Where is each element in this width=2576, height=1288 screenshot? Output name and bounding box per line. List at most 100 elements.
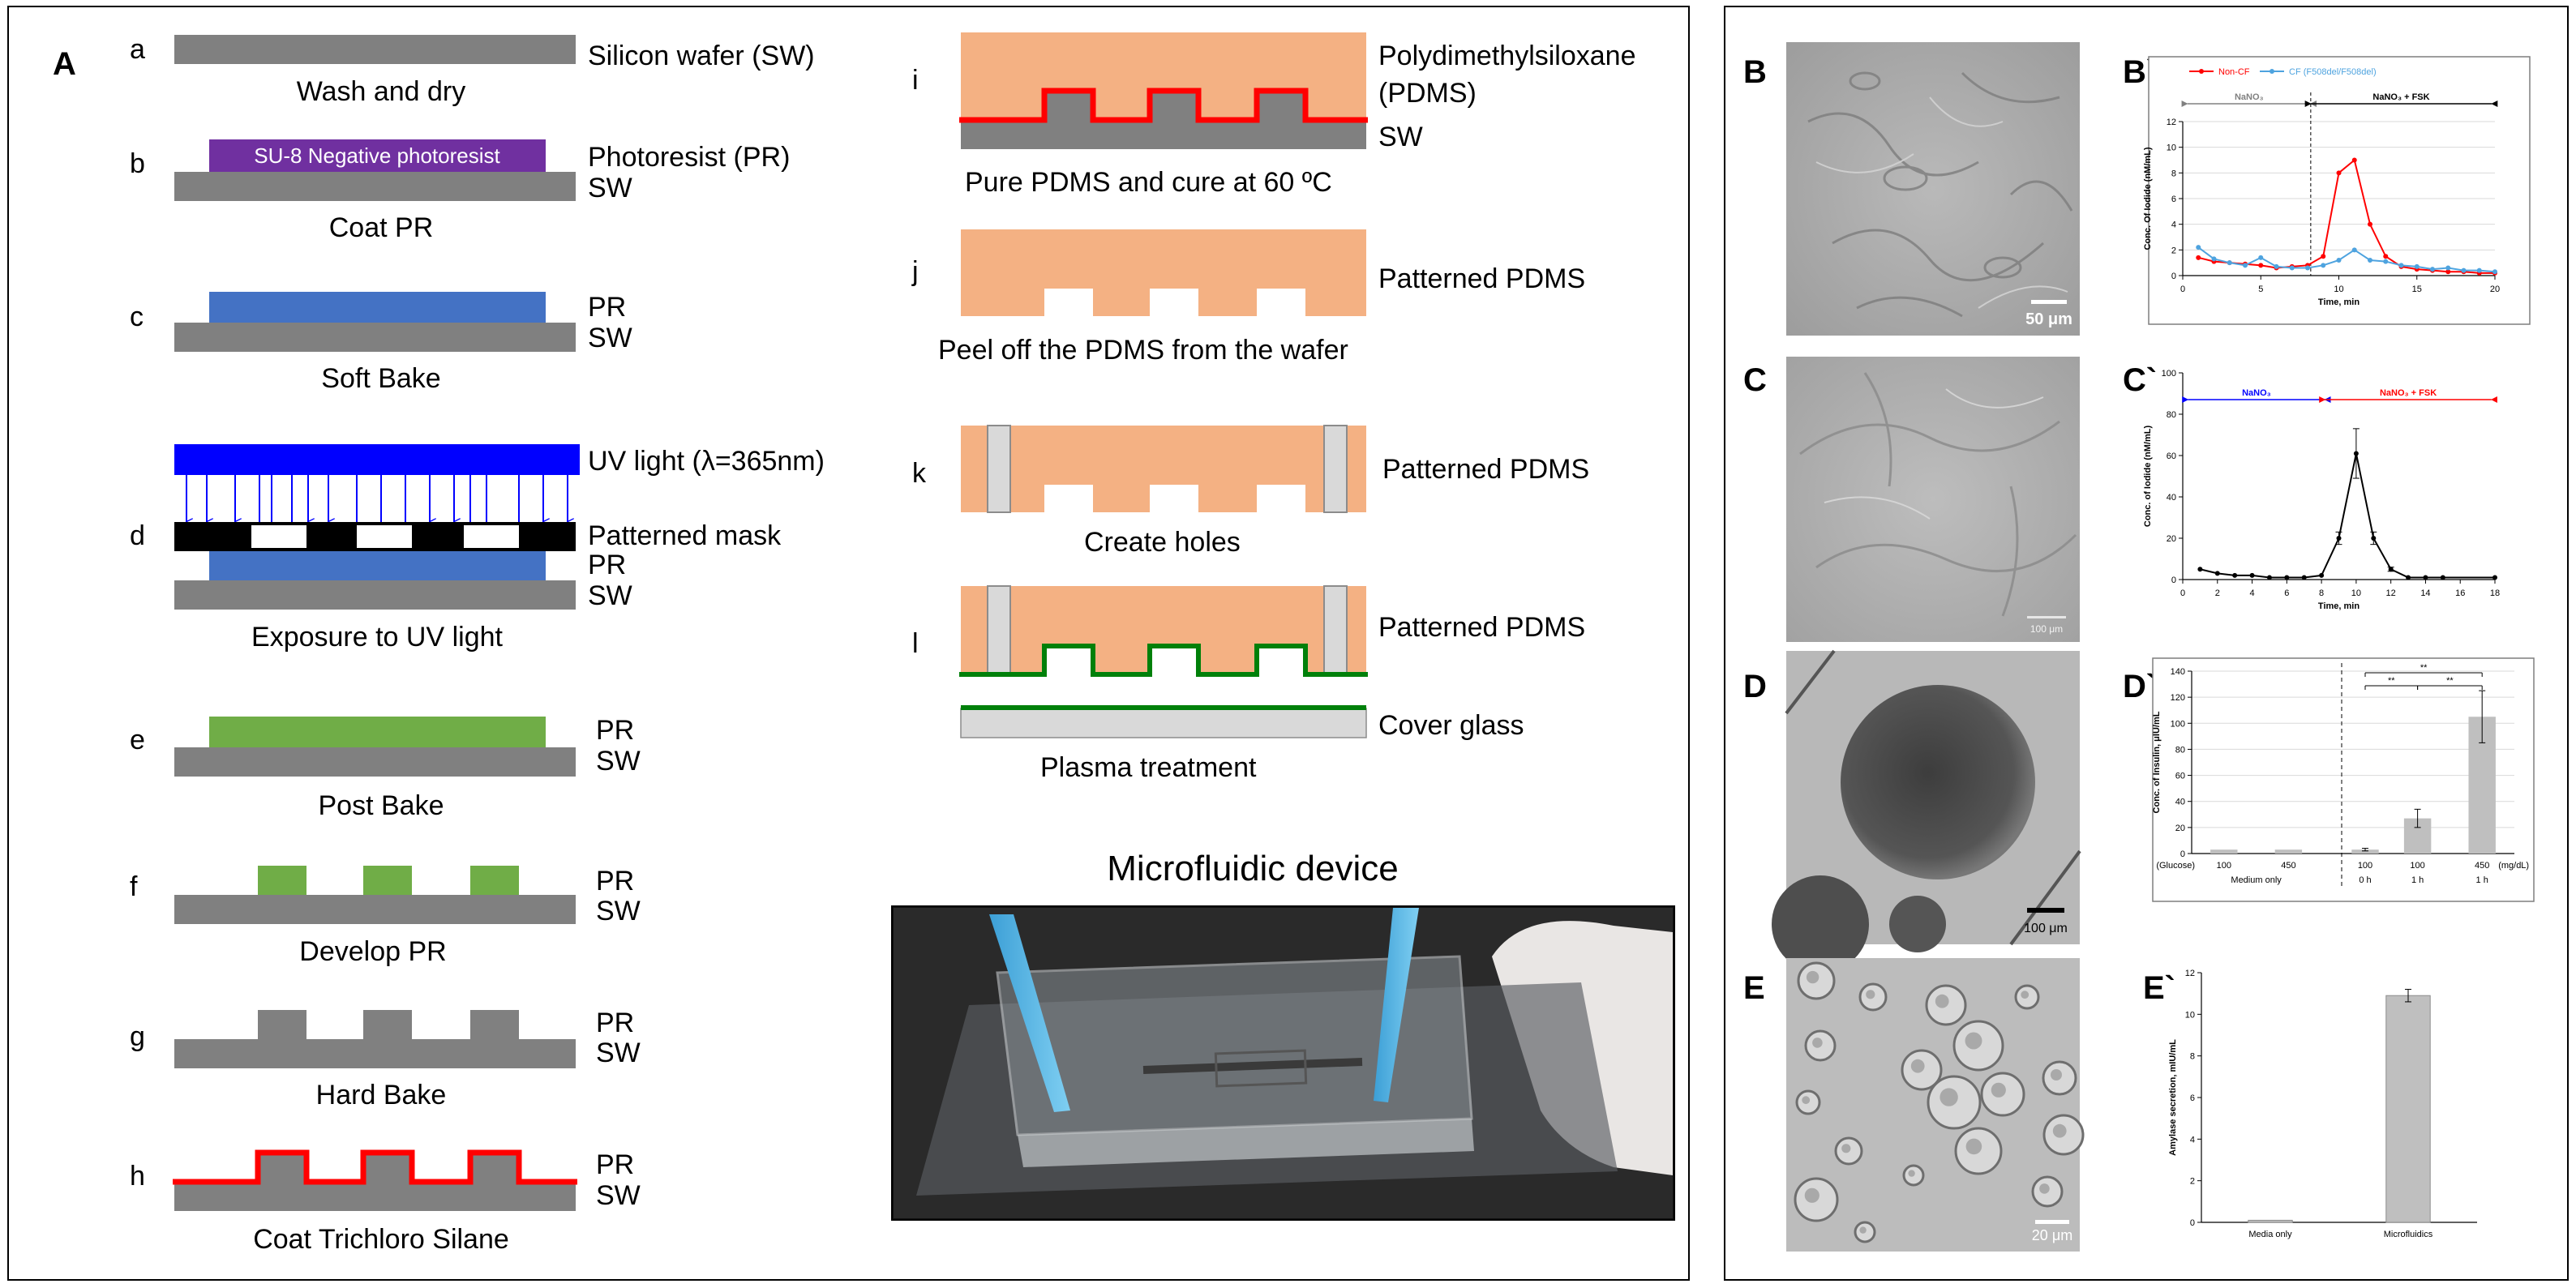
silicon-wafer (174, 895, 576, 924)
data-point (2258, 255, 2264, 260)
step-label: SW (596, 746, 641, 777)
y-tick-label: 20 (2167, 534, 2176, 544)
y-tick-label: 8 (2171, 169, 2176, 178)
wafer-pattern (961, 91, 1366, 149)
phase-label: NaNO₃ + FSK (2380, 388, 2437, 398)
data-point (2197, 567, 2203, 572)
step-caption: Hard Bake (316, 1080, 447, 1110)
scale-label: 50 μm (2025, 310, 2072, 328)
data-point (2440, 575, 2445, 580)
step-label: Silicon wafer (SW) (588, 41, 815, 71)
step-caption: Post Bake (319, 790, 444, 821)
x-tick-label: 450 (2475, 861, 2489, 871)
step-label: PR (596, 1149, 634, 1180)
x-tick-label: 8 (2319, 588, 2324, 598)
silicon-wafer (174, 323, 576, 352)
step-d: d UV light (λ=365nm) Patterned mask PR S… (130, 444, 825, 653)
cell-texture-light (1824, 388, 2044, 520)
cell-nucleus (1806, 970, 1819, 984)
micrograph-background (1786, 42, 2080, 336)
data-point (2305, 265, 2310, 271)
data-point (2353, 451, 2359, 456)
step-label: PR (596, 866, 634, 896)
photoresist-layer (209, 551, 546, 580)
data-point (2414, 263, 2420, 269)
bar (2274, 849, 2303, 854)
data-point (2301, 575, 2307, 580)
outlet-hole (1323, 585, 1348, 675)
cell-nucleus (1935, 994, 1949, 1008)
y-tick-label: 12 (2167, 118, 2176, 127)
pillar (363, 866, 412, 895)
data-point (2476, 267, 2482, 273)
scale-label: 20 μm (2032, 1227, 2072, 1243)
silane-coating (173, 1149, 577, 1185)
y-tick-label: 4 (2190, 1135, 2195, 1145)
y-tick-label: 8 (2190, 1052, 2195, 1062)
data-point (2371, 536, 2377, 541)
cell-nucleus (2039, 1183, 2050, 1194)
y-tick-label: 4 (2171, 220, 2176, 230)
inlet-hole (987, 425, 1011, 513)
data-point (2232, 572, 2238, 578)
x-tick-label: 20 (2490, 285, 2500, 294)
cell-nucleus (1802, 1096, 1811, 1105)
step-e: e PR SW Post Bake (130, 715, 641, 821)
y-tick-label: 100 (2162, 369, 2176, 379)
cell-texture (1807, 71, 2073, 318)
data-point (2284, 575, 2290, 580)
step-label: SW (596, 896, 641, 926)
data-point (2368, 258, 2372, 263)
step-letter: a (130, 34, 145, 65)
step-caption: Develop PR (299, 936, 446, 967)
panel-d-prime-label: D` (2123, 669, 2157, 704)
su8-label: SU-8 Negative photoresist (254, 143, 500, 168)
legend-marker (2270, 69, 2274, 74)
data-point (2351, 247, 2357, 253)
data-point (2321, 263, 2326, 268)
y-tick-label: 0 (2171, 576, 2176, 585)
photoresist-pillars (258, 866, 519, 895)
x-prefix-label: (Glucose) (2156, 861, 2195, 871)
y-tick-label: 10 (2185, 1010, 2195, 1020)
y-axis-label: Amylase secretion, mIU/mL (2168, 1039, 2178, 1156)
panel-e-label: E (1743, 970, 1765, 1006)
channel-chamber (1214, 1049, 1308, 1088)
step-caption: Soft Bake (321, 363, 440, 394)
data-point (2445, 265, 2451, 271)
mask-opening (251, 525, 306, 548)
legend-label: Non-CF (2218, 67, 2250, 77)
su8-photoresist-layer (209, 139, 546, 172)
silane-coating (959, 88, 1368, 123)
step-letter: l (912, 628, 919, 659)
data-point (2214, 571, 2220, 576)
hardened-pattern (174, 1010, 576, 1068)
step-label: Polydimethylsiloxane (1378, 41, 1636, 71)
x-tick-label: 4 (2249, 588, 2254, 598)
silicon-wafer (174, 580, 576, 610)
cover-glass (960, 708, 1367, 738)
cell-nucleus (1965, 1138, 1982, 1155)
silicon-wafer (174, 172, 576, 201)
step-label: SW (588, 323, 632, 353)
micrograph-e: 20 μm (1786, 958, 2085, 1252)
x-tick-label: 16 (2455, 588, 2465, 598)
step-letter: b (130, 148, 145, 179)
plasma-activated-pdms (959, 644, 1368, 677)
x-tick-label: 100 (2358, 861, 2372, 871)
y-axis-label: Conc. Of Iodide (nM/mL) (2143, 147, 2153, 250)
x-tick-label: 100 (2217, 861, 2231, 871)
group-label: 1 h (2411, 875, 2424, 885)
channel-edge (2009, 849, 2081, 946)
data-point (2211, 256, 2217, 262)
step-letter: c (130, 302, 144, 332)
step-letter: k (912, 458, 927, 489)
x-tick-label: 2 (2215, 588, 2220, 598)
mask-opening (357, 525, 412, 548)
cell-nucleus (1940, 1088, 1958, 1106)
step-label: PR (588, 550, 626, 580)
micrograph-b: 50 μm (1786, 42, 2080, 336)
step-caption: Coat PR (329, 212, 434, 243)
silicon-wafer (174, 747, 576, 777)
